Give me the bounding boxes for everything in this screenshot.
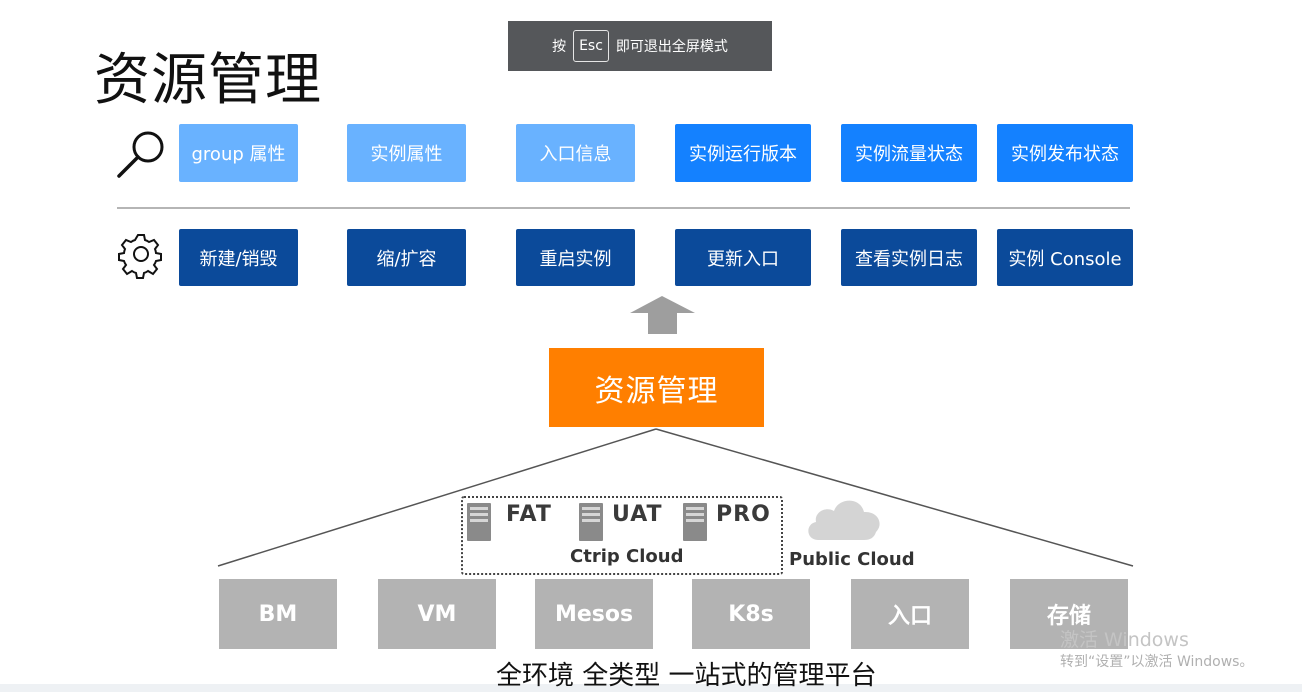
- infra-card-k8s: K8s: [692, 579, 810, 649]
- ctrip-cloud-group: [461, 496, 783, 575]
- activation-watermark-hint: 转到“设置”以激活 Windows。: [1060, 654, 1254, 670]
- server-icon: [682, 502, 708, 542]
- public-cloud-label: Public Cloud: [789, 549, 915, 570]
- toast-suffix: 即可退出全屏模式: [615, 39, 728, 55]
- query-card-group-attributes[interactable]: group 属性: [179, 124, 298, 182]
- action-card-create-destroy[interactable]: 新建/销毁: [179, 229, 298, 286]
- fullscreen-exit-toast: 按 Esc 即可退出全屏模式: [508, 21, 772, 71]
- query-card-release-status[interactable]: 实例发布状态: [997, 124, 1133, 182]
- query-card-running-version[interactable]: 实例运行版本: [675, 124, 811, 182]
- search-icon: [116, 130, 168, 180]
- infra-card-storage: 存储: [1010, 579, 1128, 649]
- server-icon: [578, 502, 604, 542]
- section-divider: [117, 207, 1130, 209]
- action-card-update-entry[interactable]: 更新入口: [675, 229, 811, 286]
- infra-card-vm: VM: [378, 579, 496, 649]
- bottom-strip: [0, 684, 1302, 692]
- action-card-scale[interactable]: 缩/扩容: [347, 229, 466, 286]
- action-card-instance-console[interactable]: 实例 Console: [997, 229, 1133, 286]
- slide-subtitle: 全环境 全类型 一站式的管理平台: [496, 661, 877, 691]
- esc-key-badge: Esc: [573, 30, 609, 62]
- env-label-pro: PRO: [716, 502, 771, 527]
- server-icon: [466, 502, 492, 542]
- infra-card-mesos: Mesos: [535, 579, 653, 649]
- up-arrow-icon: [630, 296, 695, 334]
- resource-management-box: 资源管理: [549, 348, 764, 427]
- query-card-traffic-status[interactable]: 实例流量状态: [841, 124, 977, 182]
- gear-icon: [118, 232, 163, 279]
- query-card-instance-attributes[interactable]: 实例属性: [347, 124, 466, 182]
- infra-card-entry: 入口: [851, 579, 969, 649]
- toast-prefix: 按: [552, 39, 567, 55]
- ctrip-cloud-label: Ctrip Cloud: [570, 546, 684, 567]
- query-card-entry-info[interactable]: 入口信息: [516, 124, 635, 182]
- action-card-restart-instance[interactable]: 重启实例: [516, 229, 635, 286]
- env-label-fat: FAT: [506, 502, 552, 527]
- cloud-icon: [804, 492, 884, 542]
- activation-watermark-title: 激活 Windows: [1060, 629, 1189, 651]
- infra-card-bm: BM: [219, 579, 337, 649]
- env-label-uat: UAT: [612, 502, 663, 527]
- action-card-view-logs[interactable]: 查看实例日志: [841, 229, 977, 286]
- slide-title: 资源管理: [94, 48, 322, 113]
